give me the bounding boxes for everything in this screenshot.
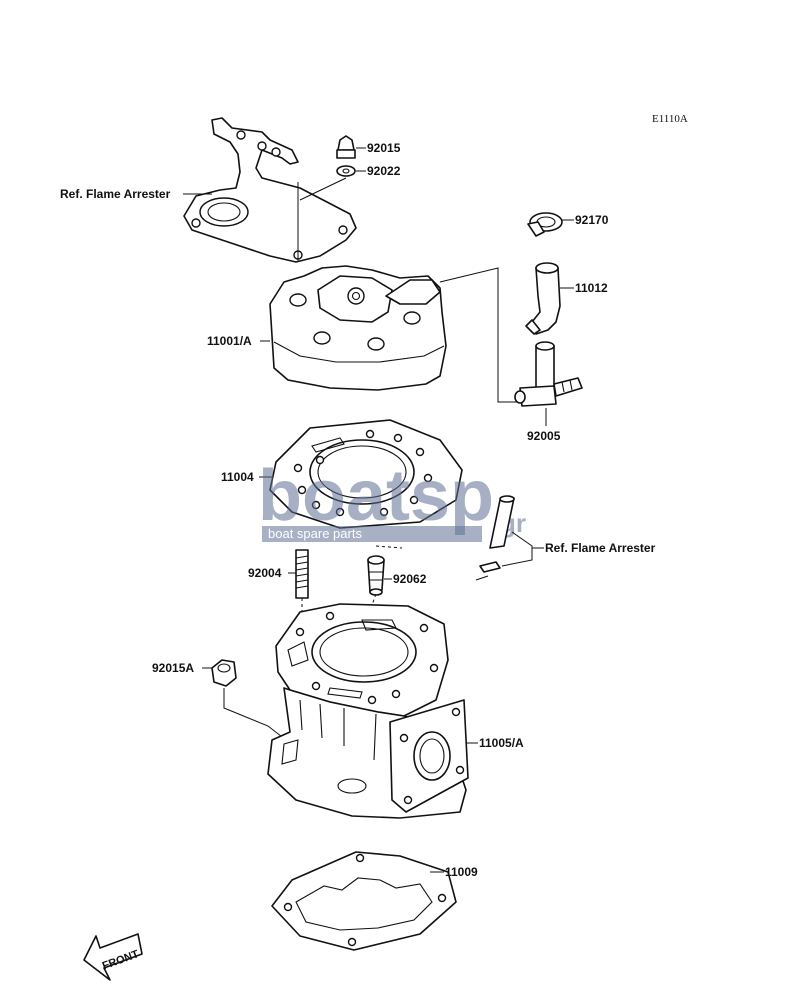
- svg-text:11001/A: 11001/A: [207, 334, 252, 348]
- svg-text:92005: 92005: [527, 429, 561, 443]
- label-92015: 92015: [356, 141, 401, 155]
- svg-text:boat spare parts: boat spare parts: [268, 526, 362, 541]
- ref-flame-arrester-mid-label: Ref. Flame Arrester: [501, 531, 656, 567]
- bracket-stud-leader: [297, 177, 347, 262]
- hose-clamp-92170[interactable]: [527, 212, 563, 237]
- svg-text:92062: 92062: [393, 572, 427, 586]
- ref-flame-arrester-top-label: Ref. Flame Arrester: [60, 187, 212, 201]
- svg-text:92170: 92170: [575, 213, 609, 227]
- label-11012: 11012: [560, 281, 608, 295]
- label-92062: 92062: [384, 572, 427, 586]
- label-92170: 92170: [562, 213, 609, 227]
- svg-text:11009: 11009: [445, 865, 478, 879]
- label-92005: 92005: [527, 408, 561, 443]
- label-92022: 92022: [356, 164, 401, 178]
- hose-11012[interactable]: [525, 262, 561, 335]
- svg-text:11005/A: 11005/A: [479, 736, 524, 750]
- watermark-logo: boatsp gr boat spare parts: [258, 456, 526, 542]
- label-11004: 11004: [221, 470, 272, 484]
- nut-92015a-leader: [223, 688, 287, 741]
- svg-text:11004: 11004: [221, 470, 254, 484]
- svg-text:Ref. Flame Arrester: Ref. Flame Arrester: [545, 541, 656, 555]
- label-11005a: 11005/A: [466, 736, 524, 750]
- svg-text:11012: 11012: [575, 281, 608, 295]
- cylinder-head-11001a[interactable]: [269, 265, 447, 391]
- diagram-code: E1110A: [652, 113, 688, 125]
- washer-92022[interactable]: [336, 165, 356, 177]
- fitting-92005[interactable]: [514, 341, 583, 407]
- flame-arrester-tube[interactable]: [475, 495, 515, 581]
- svg-text:boatsp: boatsp: [258, 456, 494, 536]
- nipple-axis: [351, 545, 403, 661]
- cylinder-11005a[interactable]: [267, 603, 469, 819]
- svg-text:92004: 92004: [248, 566, 282, 580]
- flame-arrester-bracket[interactable]: [183, 117, 357, 263]
- nut-92015a[interactable]: [211, 659, 237, 687]
- stud-92004[interactable]: [295, 549, 309, 599]
- cap-nut-92015[interactable]: [336, 135, 356, 159]
- label-11009: 11009: [430, 865, 478, 879]
- svg-text:Ref. Flame Arrester: Ref. Flame Arrester: [60, 187, 171, 201]
- svg-text:92015: 92015: [367, 141, 401, 155]
- front-direction-arrow: FRONT: [83, 933, 143, 981]
- head-fitting-leader: [439, 267, 518, 403]
- label-92004: 92004: [248, 566, 296, 580]
- label-11001a: 11001/A: [207, 334, 270, 348]
- nipple-92062[interactable]: [367, 555, 385, 596]
- base-gasket-11009[interactable]: [271, 851, 457, 951]
- svg-text:92015A: 92015A: [152, 661, 194, 675]
- label-92015a: 92015A: [152, 661, 212, 675]
- svg-text:92022: 92022: [367, 164, 401, 178]
- head-gasket-11004[interactable]: [269, 419, 463, 529]
